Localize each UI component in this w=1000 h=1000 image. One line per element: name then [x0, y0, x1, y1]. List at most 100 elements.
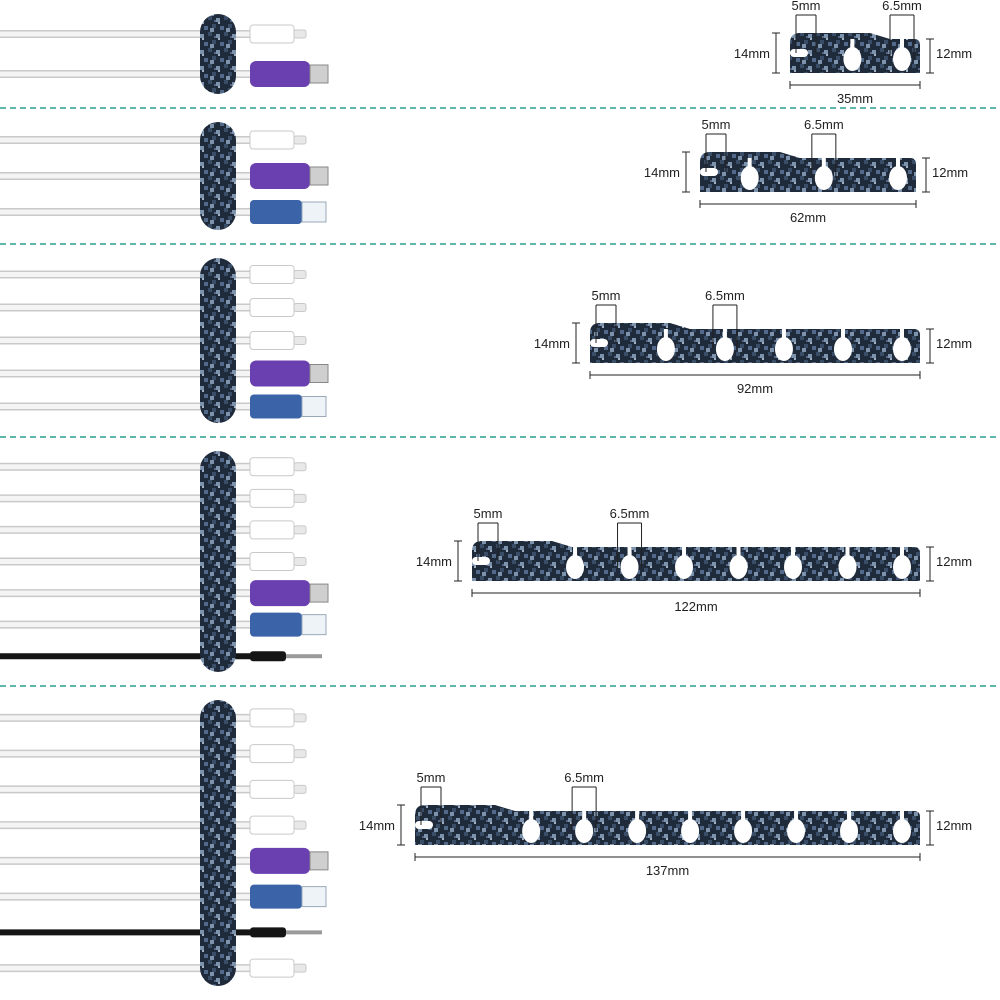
cable-hole [893, 819, 911, 843]
hole-slit [736, 547, 741, 557]
lightning-tip [293, 135, 307, 145]
cable-hole [784, 555, 803, 579]
audio-jack-tip [286, 930, 322, 935]
cable-hole [729, 555, 748, 579]
slot-width-label: 5mm [792, 0, 821, 13]
ethernet-plug-icon [250, 612, 302, 637]
lightning-tip [293, 29, 307, 39]
lightning-tip [293, 749, 307, 759]
hole-slit [573, 547, 578, 557]
cable-clip [200, 122, 236, 230]
cable-hole [843, 47, 862, 71]
ethernet-tip [301, 614, 327, 636]
lightning-plug-icon [249, 520, 295, 540]
hole-slit [635, 811, 640, 821]
height-right-label: 12mm [936, 554, 972, 569]
lightning-plug-icon [249, 779, 295, 799]
lightning-plug-icon [249, 708, 295, 728]
ethernet-tip [301, 396, 327, 417]
lightning-plug-icon [249, 331, 295, 350]
hole-slit [840, 329, 845, 339]
entry-slot [472, 557, 490, 565]
cable-clip [200, 14, 236, 94]
slot-width-label: 5mm [417, 770, 446, 785]
length-label: 137mm [646, 863, 689, 878]
hdmi-tip [309, 583, 329, 603]
height-left-label: 14mm [416, 554, 452, 569]
hole-slit [845, 547, 850, 557]
cable-hole [814, 166, 833, 190]
lightning-plug-icon [249, 488, 295, 508]
cable-hole [893, 555, 911, 579]
clip-profile [472, 541, 920, 581]
lightning-tip [293, 963, 307, 973]
cable-hole [675, 555, 694, 579]
cable-hole [656, 337, 675, 361]
hole-slit [682, 547, 687, 557]
lightning-tip [293, 525, 307, 535]
lightning-plug-icon [249, 24, 295, 44]
hdmi-plug-icon [250, 847, 310, 874]
hole-slit [741, 811, 746, 821]
lightning-tip [293, 462, 307, 472]
hole-slit [627, 547, 632, 557]
ethernet-tip [301, 886, 327, 908]
hole-slit [582, 811, 587, 821]
cable-hole [734, 819, 753, 843]
length-label: 92mm [737, 381, 773, 396]
length-label: 122mm [674, 599, 717, 614]
height-right-label: 12mm [936, 818, 972, 833]
height-left-label: 14mm [359, 818, 395, 833]
lightning-tip [293, 336, 307, 345]
hole-slit [900, 547, 904, 557]
lightning-tip [293, 270, 307, 279]
cable-hole [833, 337, 852, 361]
height-left-label: 14mm [534, 336, 570, 351]
hdmi-tip [309, 166, 329, 186]
lightning-plug-icon [249, 265, 295, 284]
hole-slit [900, 39, 904, 49]
cable-hole [628, 819, 647, 843]
lightning-plug-icon [249, 958, 295, 978]
cable-hole [774, 337, 793, 361]
height-right-label: 12mm [936, 46, 972, 61]
length-label: 35mm [837, 91, 873, 106]
hole-slit [850, 39, 855, 49]
lightning-tip [293, 557, 307, 566]
lightning-tip [293, 713, 307, 723]
ethernet-plug-icon [250, 884, 302, 909]
lightning-tip [293, 493, 307, 503]
lightning-tip [293, 820, 307, 830]
cable-hole [840, 819, 859, 843]
clip-profile [590, 323, 920, 363]
hdmi-tip [309, 851, 329, 871]
slot-width-label: 5mm [592, 288, 621, 303]
lightning-plug-icon [249, 744, 295, 764]
hole-slit [794, 811, 799, 821]
cable-hole [566, 555, 585, 579]
hole-slit [821, 158, 826, 168]
slot-width-label: 5mm [702, 117, 731, 132]
cable-clip [200, 451, 236, 672]
audio-jack-icon [250, 927, 286, 938]
hole-slit [688, 811, 693, 821]
cable-hole [893, 337, 911, 361]
lightning-tip [293, 784, 307, 794]
cable-hole [620, 555, 639, 579]
hole-slit [847, 811, 852, 821]
hole-slit [529, 811, 534, 821]
hdmi-tip [309, 64, 329, 84]
cable-clip [200, 258, 236, 423]
cable-hole [893, 47, 911, 71]
cable-clip [200, 700, 236, 986]
lightning-plug-icon [249, 298, 295, 317]
height-right-label: 12mm [932, 165, 968, 180]
lightning-plug-icon [249, 552, 295, 571]
height-left-label: 14mm [734, 46, 770, 61]
hole-width-label: 6.5mm [705, 288, 745, 303]
hole-slit [900, 329, 904, 339]
clip-profile [700, 152, 916, 192]
